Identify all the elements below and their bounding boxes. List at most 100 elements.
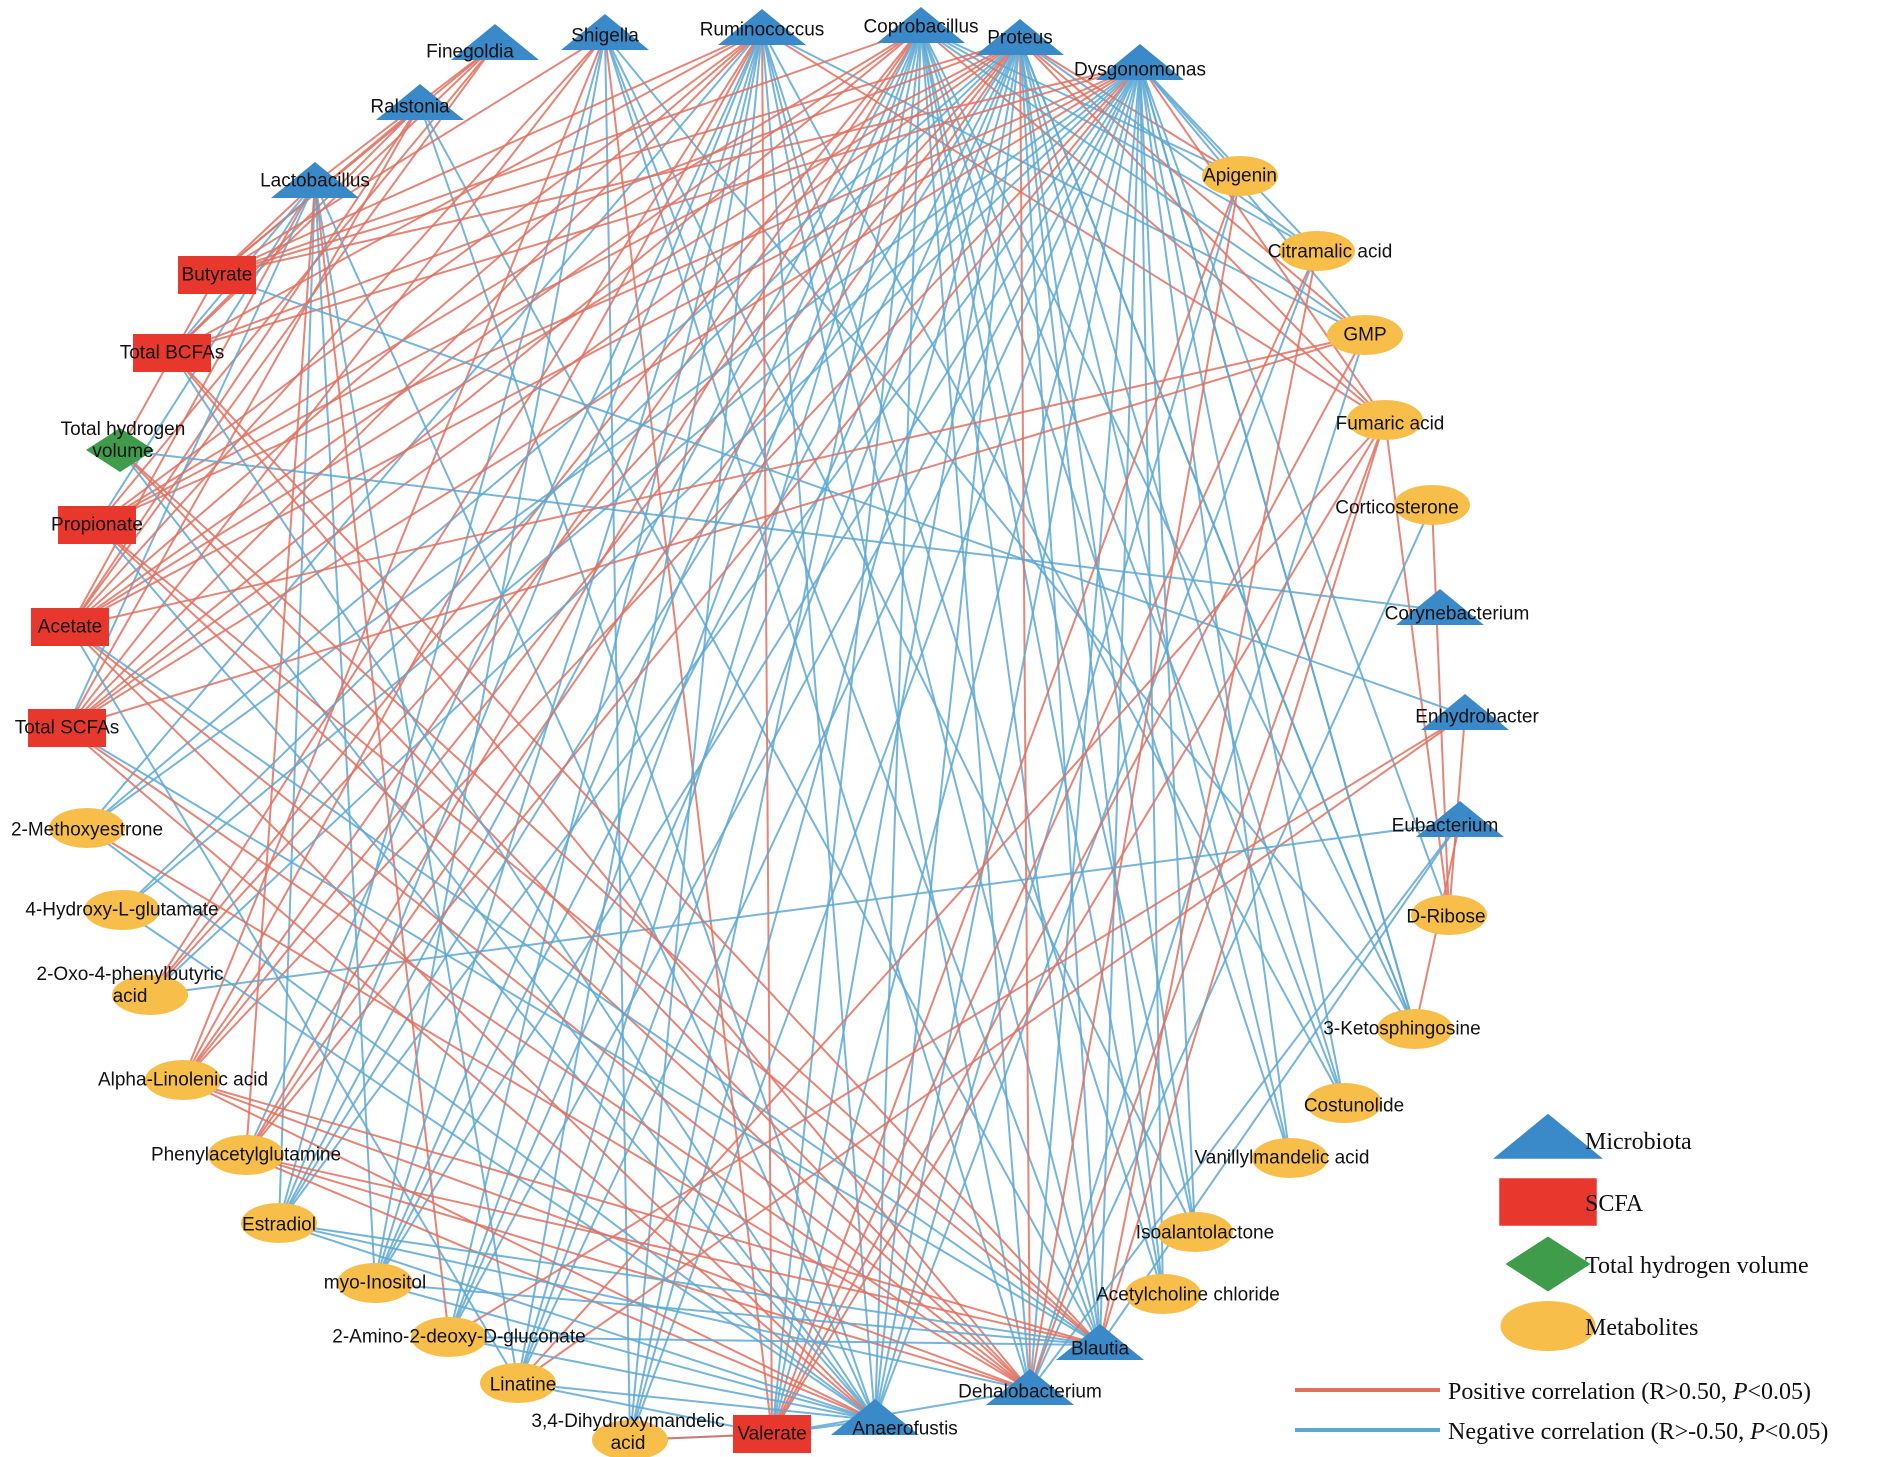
node-label: Citramalic acid: [1268, 242, 1393, 263]
edge-dysgonomonas-blautia-negative: [1099, 64, 1141, 1346]
edge-ruminococcus-total_bcfas-positive: [171, 29, 763, 354]
microbiota-node-shape: [976, 19, 1064, 55]
node-amino_gluconate: 2-Amino-2-deoxy-D-gluconate: [332, 1317, 586, 1357]
legend-item-hydrogen: Total hydrogen volume: [1505, 1236, 1809, 1292]
edge-valerate-dehalobacterium-negative: [771, 1389, 1031, 1435]
node-label: Valerate: [737, 1424, 806, 1445]
edge-proteus-apigenin-positive: [1019, 39, 1241, 177]
edge-proteus-acetylcholine-negative: [1019, 39, 1164, 1295]
microbiota-node-shape: [1396, 589, 1484, 625]
edge-shigella-blautia-negative: [604, 34, 1101, 1346]
node-ruminococcus: Ruminococcus: [700, 9, 824, 45]
edge-dysgonomonas-valerate-negative: [771, 64, 1141, 1435]
edge-dysgonomonas-dehalobacterium-negative: [1029, 64, 1141, 1391]
node-label: Anaerofustis: [852, 1419, 958, 1440]
edge-gmp-valerate-positive: [771, 334, 1366, 1435]
edge-alpha_linolenic-blautia-positive: [182, 1079, 1101, 1346]
edge-citramalic-valerate-positive: [771, 250, 1318, 1435]
edge-fumaric-blautia-positive: [1099, 419, 1386, 1346]
edge-myo_inositol-anaerofustis-negative: [374, 1282, 876, 1421]
node-label: Linatine: [490, 1375, 557, 1396]
edge-dysgonomonas-dihydroxymandelic-negative: [629, 64, 1141, 1441]
legend-item-microbiota: Microbiota: [1493, 1113, 1692, 1159]
metabolite-node-shape: [1327, 315, 1403, 355]
edge-enhydrobacter-amino_gluconate-positive: [448, 714, 1466, 1338]
edge-proteus-anaerofustis-negative: [874, 39, 1021, 1421]
edge-fumaric-linatine-positive: [517, 419, 1386, 1384]
edge-coprobacillus-blautia-negative: [920, 27, 1101, 1346]
legend-label: Microbiota: [1585, 1129, 1692, 1155]
node-label: Costunolide: [1304, 1096, 1404, 1117]
edge-ruminococcus-dehalobacterium-negative: [761, 29, 1031, 1391]
node-label-line: acid: [113, 986, 148, 1007]
edge-proteus-dihydroxymandelic-negative: [629, 39, 1021, 1441]
edge-coprobacillus-myo_inositol-negative: [374, 27, 922, 1284]
edge-proteus-amino_gluconate-negative: [448, 39, 1021, 1338]
metabolite-node-shape: [1125, 1274, 1201, 1314]
node-dehalobacterium: Dehalobacterium: [958, 1369, 1102, 1405]
microbiota-node-shape: [1416, 801, 1504, 837]
scfa-node-shape: [178, 256, 256, 294]
edge-amino_gluconate-blautia-negative: [448, 1336, 1101, 1346]
node-label: Total SCFAs: [15, 718, 120, 739]
edge-citramalic-blautia-positive: [1099, 250, 1318, 1346]
edge-coprobacillus-acetylcholine-negative: [920, 27, 1164, 1295]
edge-lactobacillus-acetate-positive: [69, 182, 316, 628]
node-lactobacillus: Lactobacillus: [260, 162, 370, 198]
edge-proteus-estradiol-negative: [278, 39, 1021, 1224]
edge-total_scfas-blautia-negative: [66, 727, 1101, 1346]
node-myo_inositol: myo-Inositol: [324, 1263, 426, 1303]
metabolite-node-shape: [1347, 400, 1423, 440]
metabolite-node-shape: [49, 808, 125, 848]
edge-coprobacillus-valerate-negative: [771, 27, 922, 1435]
microbiota-node-shape: [376, 84, 464, 120]
edge-dysgonomonas-gmp-negative: [1139, 64, 1366, 336]
node-linatine: Linatine: [480, 1363, 556, 1403]
edge-proteus-isoalantolactone-negative: [1019, 39, 1196, 1233]
edge-dysgonomonas-alpha_linolenic-positive: [182, 64, 1141, 1081]
node-label: 2-Amino-2-deoxy-D-gluconate: [332, 1327, 585, 1348]
metabolite-node-shape: [1394, 485, 1470, 525]
edge-ruminococcus-oxophenylbutyric-positive: [149, 29, 763, 996]
edge-estradiol-blautia-negative: [278, 1222, 1101, 1346]
edge-amino_gluconate-anaerofustis-negative: [448, 1336, 876, 1421]
edge-dysgonomonas-apigenin-negative: [1139, 64, 1241, 177]
edge-lactobacillus-myo_inositol-negative: [314, 182, 376, 1284]
edge-propionate-dehalobacterium-positive: [96, 524, 1031, 1391]
metabolite-node-shape: [241, 1203, 317, 1243]
edge-total_scfas-anaerofustis-positive: [66, 727, 876, 1421]
metabolite-node-shape: [1279, 231, 1355, 271]
edge-ruminococcus-amino_gluconate-negative: [448, 29, 763, 1338]
edge-dysgonomonas-estradiol-negative: [278, 64, 1141, 1224]
node-label: Total BCFAs: [120, 343, 225, 364]
node-label: Butyrate: [182, 265, 253, 286]
edge-proteus-fumaric-positive: [1019, 39, 1386, 421]
legend-line-label: Negative correlation (R>-0.50, P<0.05): [1448, 1419, 1828, 1445]
node-valerate: Valerate: [733, 1415, 811, 1453]
node-label: D-Ribose: [1406, 907, 1485, 928]
edge-proteus-linatine-negative: [517, 39, 1021, 1384]
edge-finegoldia-acetate-positive: [69, 44, 496, 628]
edge-gmp-total_scfas-positive: [66, 334, 1366, 729]
edge-proteus-alpha_linolenic-positive: [182, 39, 1021, 1081]
node-butyrate: Butyrate: [178, 256, 256, 294]
edge-finegoldia-total_bcfas-positive: [171, 44, 496, 354]
node-acetylcholine: Acetylcholine chloride: [1096, 1274, 1280, 1314]
microbiota-node-shape: [451, 24, 539, 60]
metabolite-node-shape: [1157, 1212, 1233, 1252]
edge-phenylacetylglutamine-anaerofustis-positive: [245, 1154, 876, 1421]
edge-ruminococcus-estradiol-negative: [278, 29, 763, 1224]
edge-ruminococcus-alpha_linolenic-positive: [182, 29, 763, 1081]
edge-dysgonomonas-oxophenylbutyric-negative: [149, 64, 1141, 996]
node-label: Propionate: [51, 515, 143, 536]
node-label: 2-Methoxyestrone: [11, 820, 163, 841]
edge-linatine-anaerofustis-negative: [517, 1382, 876, 1421]
edge-gmp-acetate-positive: [69, 334, 1366, 628]
edge-proteus-dehalobacterium-positive: [1019, 39, 1031, 1391]
